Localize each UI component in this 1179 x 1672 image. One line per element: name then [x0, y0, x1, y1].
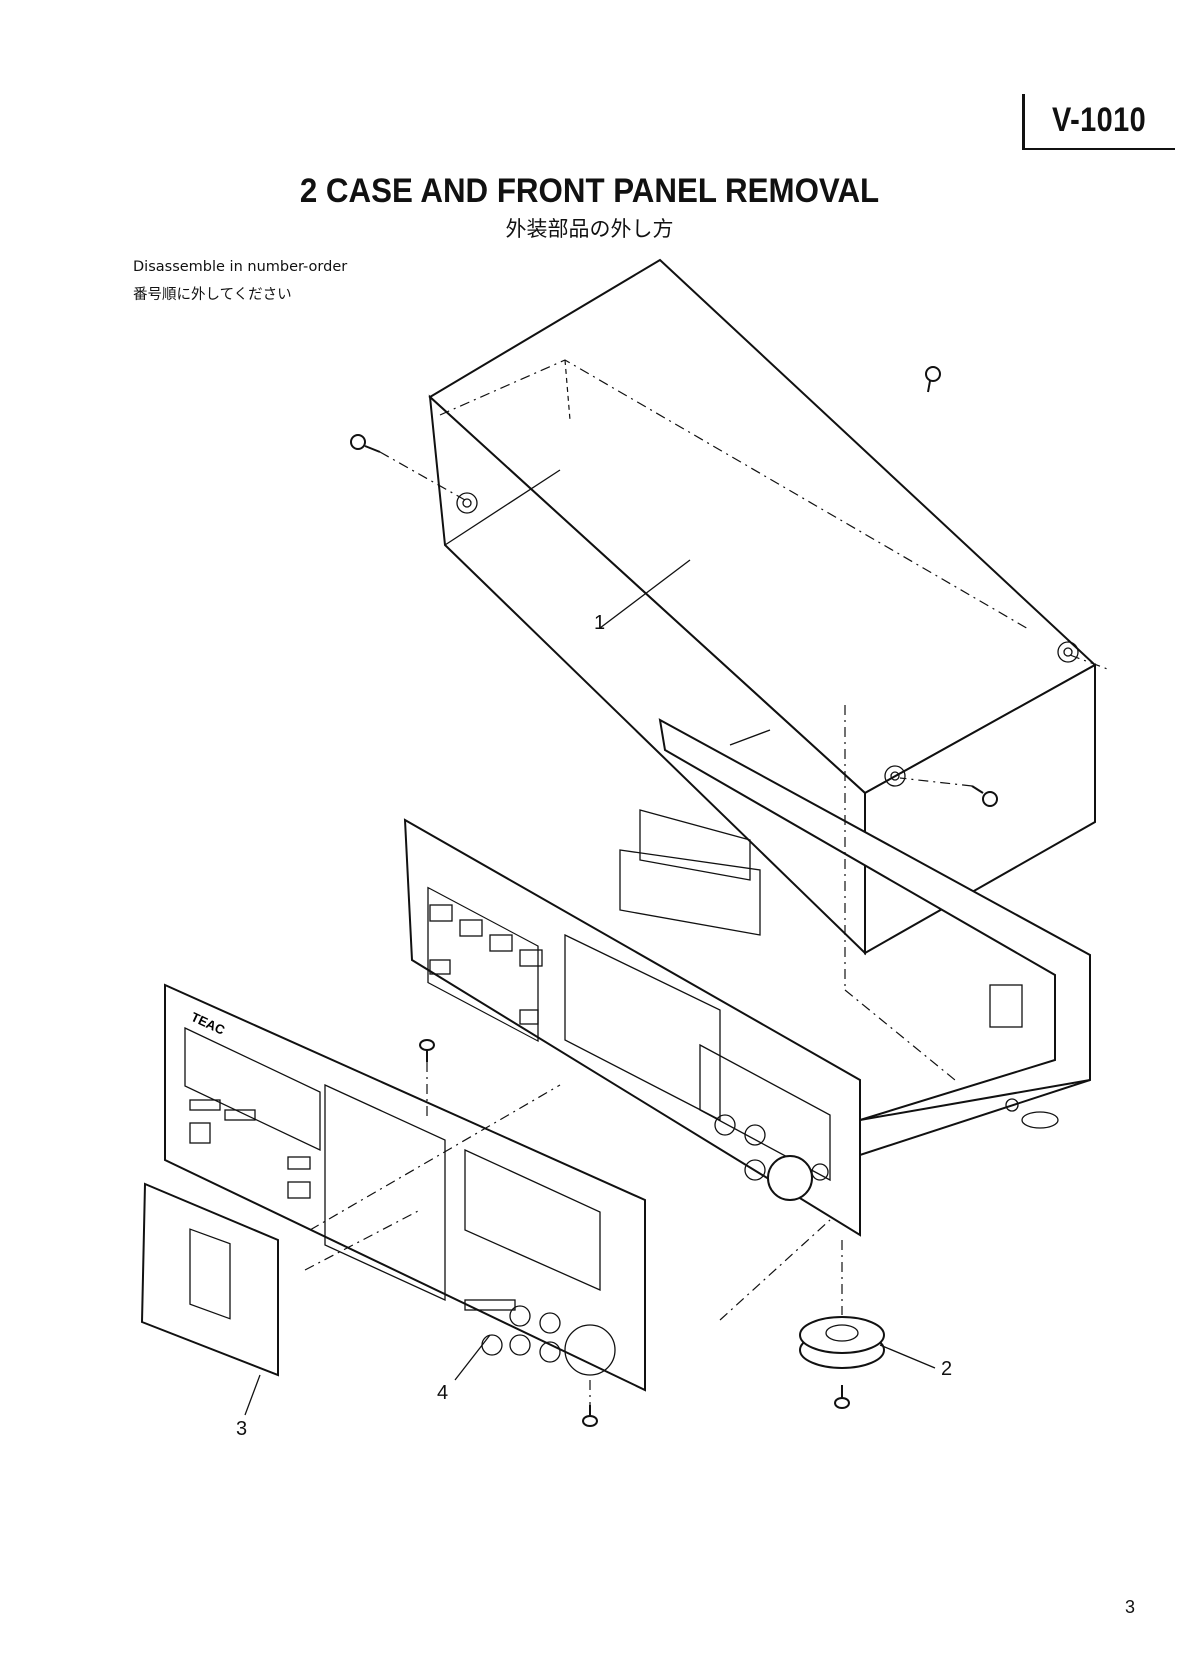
cassette-lid: [142, 1184, 278, 1375]
screw-icon: [420, 1040, 434, 1062]
callout-4: 4: [437, 1382, 448, 1405]
screw-icon: [583, 1405, 597, 1426]
case: [430, 260, 1095, 953]
screw-icon: [926, 367, 940, 392]
page-number: 3: [1125, 1597, 1135, 1618]
callout-3: 3: [236, 1418, 247, 1441]
screw-icon: [351, 435, 380, 452]
callout-2: 2: [941, 1358, 952, 1381]
screw-icon: [835, 1385, 849, 1408]
foot: [800, 1317, 884, 1368]
callout-1: 1: [594, 612, 605, 635]
